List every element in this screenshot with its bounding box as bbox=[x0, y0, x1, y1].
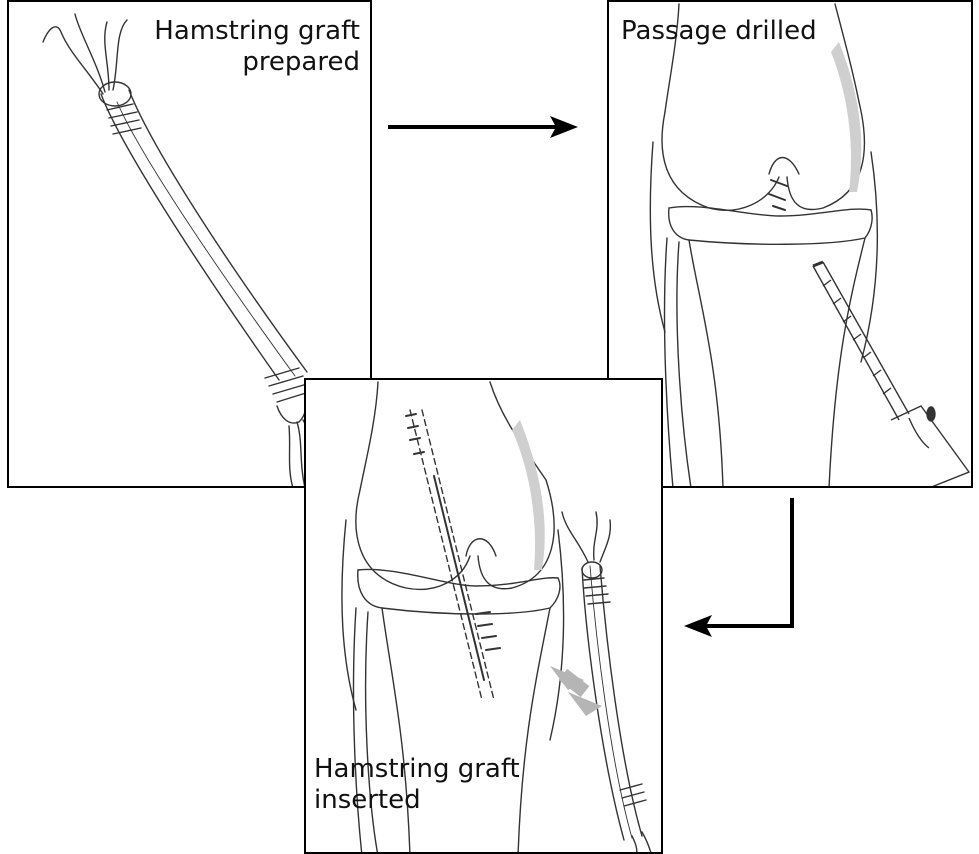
passage-drilled-illustration bbox=[609, 2, 973, 488]
panel-graft-inserted: Hamstring graft inserted bbox=[304, 378, 663, 854]
graft-prepared-label: Hamstring graft prepared bbox=[100, 16, 360, 78]
passage-drilled-label: Passage drilled bbox=[621, 16, 817, 47]
elbow-arrow-icon bbox=[682, 496, 798, 638]
graft-inserted-label: Hamstring graft inserted bbox=[314, 754, 574, 816]
right-arrow-icon bbox=[386, 114, 580, 140]
